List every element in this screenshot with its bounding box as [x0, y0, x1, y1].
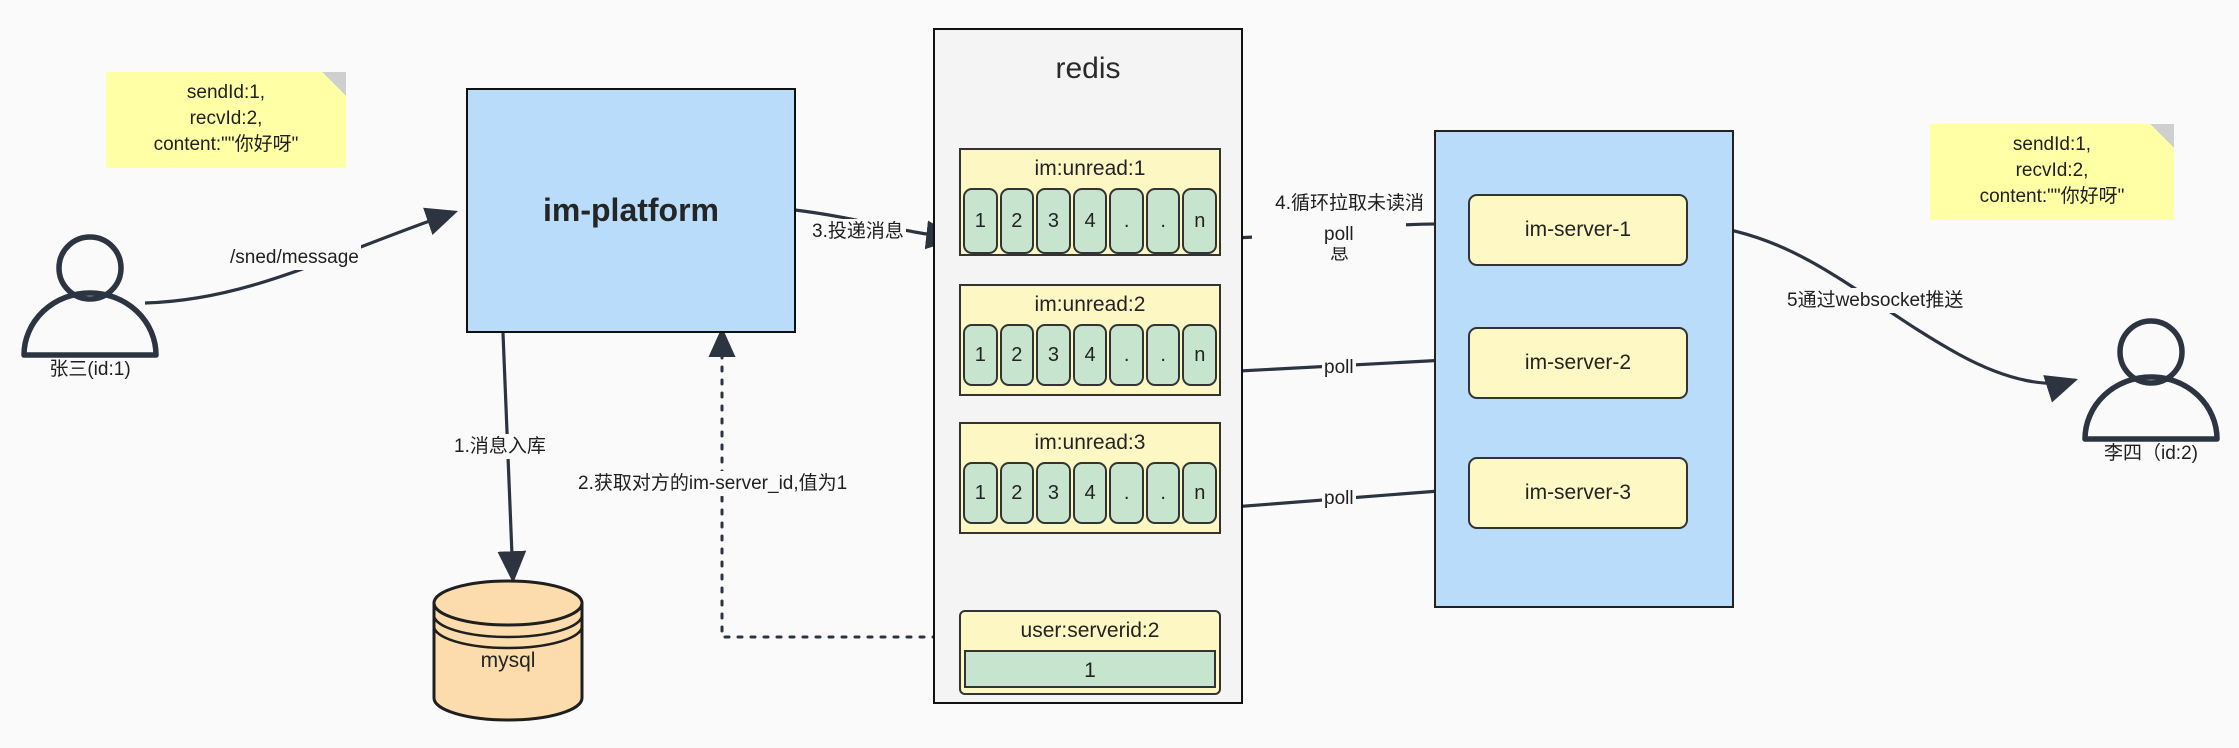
queue-cell: n [1182, 324, 1218, 386]
redis-queue-2[interactable]: im:unread:2 1 2 3 4 . . n [959, 284, 1221, 396]
redis-kv-user-serverid[interactable]: user:serverid:2 1 [959, 610, 1221, 695]
queue-cell: . [1109, 188, 1144, 254]
note-left-line-3: content:""你好呀" [153, 134, 299, 155]
queue-cell: n [1182, 188, 1218, 254]
mysql-label: mysql [480, 649, 536, 673]
edge-label-poll-3: poll [1322, 486, 1356, 511]
mysql-node[interactable]: mysql [434, 580, 582, 720]
edge-label-step1: 1.消息入库 [452, 434, 548, 459]
note-right-line-2: recvId:2, [2015, 160, 2089, 181]
queue-cell: 1 [963, 462, 998, 524]
edge-label-step4-line1: 4.循环拉取未读消 [1275, 193, 1424, 214]
actor-receiver-shape [2082, 318, 2220, 442]
actor-sender-shape [21, 234, 159, 358]
note-left-line-1: sendId:1, [186, 82, 266, 103]
queue-cell: 4 [1072, 188, 1108, 254]
note-fold-icon [322, 72, 346, 96]
queue-cell: 4 [1072, 324, 1108, 386]
queue-cell: 4 [1072, 462, 1108, 524]
queue-cell: 3 [1036, 188, 1071, 254]
queue-cell: 3 [1036, 462, 1071, 524]
redis-title: redis [1055, 52, 1121, 85]
queue-cell: . [1145, 462, 1181, 524]
actor-receiver-label: 李四（id:2) [2104, 443, 2198, 464]
edge-label-poll-2: poll [1322, 355, 1356, 380]
queue-cell: n [1182, 462, 1218, 524]
queue-cell: 2 [999, 324, 1035, 386]
queue-cell: . [1145, 188, 1181, 254]
note-fold-icon [2150, 124, 2174, 148]
redis-container[interactable]: redis im:unread:1 1 2 3 4 . . n im:unrea… [933, 28, 1243, 704]
edge-label-step3: 3.投递消息 [810, 219, 906, 244]
redis-queue-3[interactable]: im:unread:3 1 2 3 4 . . n [959, 422, 1221, 534]
redis-queue-1[interactable]: im:unread:1 1 2 3 4 . . n [959, 148, 1221, 256]
note-left-message-payload: sendId:1, recvId:2, content:""你好呀" [106, 72, 346, 168]
note-left-line-2: recvId:2, [189, 108, 263, 129]
note-right-message-payload: sendId:1, recvId:2, content:""你好呀" [1930, 124, 2174, 220]
queue-cell: . [1109, 324, 1144, 386]
edge-label-step4-line2: 息 [1330, 243, 1350, 264]
im-server-3-node[interactable]: im-server-3 [1468, 457, 1688, 529]
redis-queue-1-cells: 1 2 3 4 . . n [961, 188, 1219, 254]
redis-kv-value: 1 [964, 650, 1216, 688]
edge-label-step5: 5通过websocket推送 [1785, 288, 1966, 313]
queue-cell: . [1109, 462, 1144, 524]
redis-kv-key: user:serverid:2 [1020, 619, 1160, 642]
im-server-2-node[interactable]: im-server-2 [1468, 327, 1688, 399]
im-platform-node[interactable]: im-platform [466, 88, 796, 333]
mysql-cylinder-shape [432, 579, 584, 722]
note-right-line-1: sendId:1, [2012, 134, 2092, 155]
redis-queue-2-cells: 1 2 3 4 . . n [961, 324, 1219, 386]
edge-label-send-message: /sned/message [228, 245, 361, 270]
queue-cell: . [1145, 324, 1181, 386]
note-right-line-3: content:""你好呀" [1979, 186, 2125, 207]
queue-cell: 2 [999, 462, 1035, 524]
im-server-group[interactable]: im-server-1 im-server-2 im-server-3 [1434, 130, 1734, 608]
redis-queue-3-name: im:unread:3 [1034, 431, 1146, 454]
redis-queue-2-name: im:unread:2 [1034, 293, 1146, 316]
edge-label-step2: 2.获取对方的im-server_id,值为1 [576, 471, 850, 496]
redis-queue-1-name: im:unread:1 [1034, 157, 1146, 180]
queue-cell: 1 [963, 324, 998, 386]
queue-cell: 1 [963, 188, 998, 254]
im-server-1-node[interactable]: im-server-1 [1468, 194, 1688, 266]
actor-sender-label: 张三(id:1) [49, 359, 131, 380]
queue-cell: 2 [999, 188, 1035, 254]
edge-label-poll-1: poll [1322, 222, 1356, 247]
redis-queue-3-cells: 1 2 3 4 . . n [961, 462, 1219, 524]
queue-cell: 3 [1036, 324, 1071, 386]
